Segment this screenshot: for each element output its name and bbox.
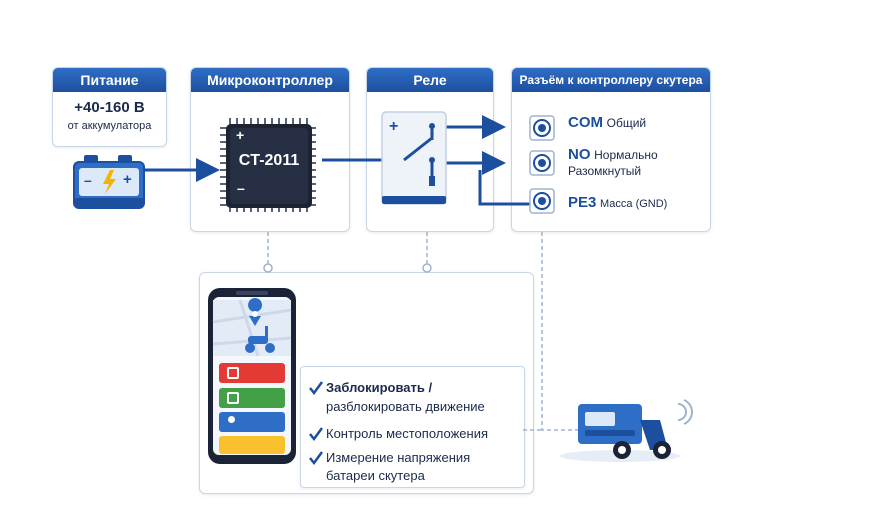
feature-voltage-line2: батареи скутера [326,468,425,483]
check-icon [309,427,324,442]
power-voltage: +40-160 В [74,99,145,116]
chip-icon [220,118,316,212]
pin-no-label: NO Нормально [568,146,658,163]
scooter-mini-icon [245,326,275,353]
wire-relay-pe3 [478,170,530,206]
mcu-title: Микроконтроллер [191,68,349,92]
chip-label: CT-2011 [238,152,300,169]
power-panel: Питание +40-160 В от аккумулатора [52,67,167,147]
check-icon [309,451,324,466]
pin-no-desc2: Разомкнутый [568,164,642,178]
features-panel [300,366,525,488]
terminal-pe3-icon [529,188,555,214]
relay-title: Реле [367,68,493,92]
battery-plus-sign: + [123,171,132,188]
pin-pe3-label: PE3 Масса (GND) [568,194,667,211]
battery-minus-sign: – [84,172,92,188]
battery-button[interactable] [219,436,285,454]
pin-pe3-code: PE3 [568,194,597,211]
lock-icon [227,367,239,379]
location-icon [228,416,235,423]
scooter-controller-icon [560,399,693,462]
check-icon [309,381,324,396]
power-title: Питание [53,68,166,92]
pin-com-label: COM Общий [568,114,646,131]
pin-no-code: NO [568,146,591,163]
feature-location: Контроль местоположения [326,426,488,441]
chip-minus-sign: – [237,180,245,196]
battery-icon [73,155,145,209]
pin-com-desc: Общий [606,116,647,130]
pin-com-code: COM [568,114,603,131]
relay-plus-sign: + [389,118,399,135]
lock-button[interactable] [219,363,285,383]
feature-lock-line1: Заблокировать / [326,380,433,395]
chip-plus-sign: + [236,127,245,143]
pin-no-desc: Нормально [594,148,658,162]
unlock-button[interactable] [219,388,285,408]
connector-title: Разъём к контроллеру скутера [512,68,710,92]
unlock-icon [227,392,239,404]
terminal-com-icon [529,115,555,141]
feature-voltage-line1: Измерение напряжения [326,450,471,465]
power-source: от аккумулатора [67,120,152,132]
feature-lock-line2: разблокировать движение [326,399,485,414]
relay-icon [381,111,447,205]
pin-pe3-desc: Масса (GND) [599,198,668,210]
location-button[interactable] [219,412,285,432]
map-pin-icon [248,298,263,326]
dash-connector-scooter [541,232,580,431]
terminal-no-icon [529,150,555,176]
